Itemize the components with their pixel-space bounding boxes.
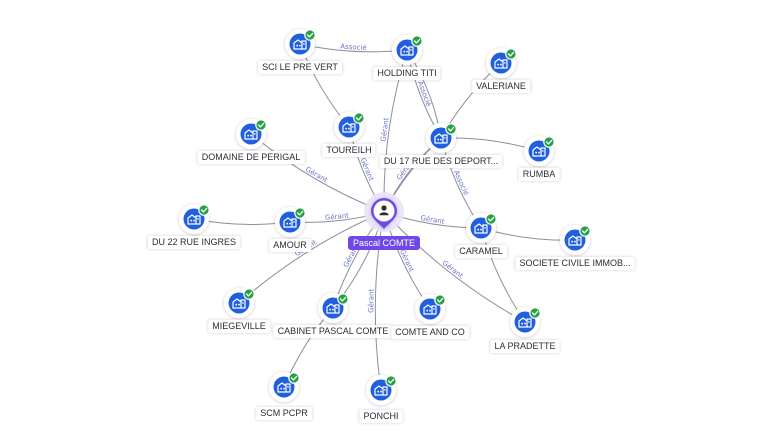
company-node-du-17-rue[interactable]: [426, 123, 457, 153]
node-label-miegeville[interactable]: MIEGEVILLE: [208, 320, 270, 333]
building-icon: [374, 385, 388, 396]
node-label-du-22-rue-ingres[interactable]: DU 22 RUE INGRES: [147, 236, 241, 249]
company-node-holding-titi[interactable]: [392, 35, 423, 65]
check-icon: [543, 136, 555, 148]
edge-caramel-la-pradette: [480, 227, 526, 323]
company-node-ponchi[interactable]: [366, 375, 397, 405]
edge-label: Gérant: [441, 259, 465, 280]
building-icon: [232, 298, 246, 309]
company-node-comte-and-co[interactable]: [415, 294, 446, 324]
company-node-societe-civile[interactable]: [560, 225, 591, 255]
company-node-cabinet[interactable]: [318, 293, 349, 323]
person-node-pascal[interactable]: [364, 192, 404, 232]
building-icon: [277, 382, 291, 393]
building-icon: [283, 217, 297, 228]
check-icon: [337, 293, 349, 305]
node-label-comte-and-co[interactable]: COMTE AND CO: [391, 326, 469, 339]
check-icon: [198, 204, 210, 216]
company-node-caramel[interactable]: [466, 213, 497, 243]
building-icon: [518, 317, 532, 328]
company-node-toureilh[interactable]: [334, 112, 365, 142]
building-icon: [244, 129, 258, 140]
company-node-sci-le-pre-vert[interactable]: [285, 29, 316, 59]
edge-label: Associé: [452, 169, 470, 196]
edge-label: Gérant: [359, 157, 376, 183]
check-icon: [445, 123, 457, 135]
node-label-la-pradette[interactable]: LA PRADETTE: [490, 340, 560, 353]
company-node-miegeville[interactable]: [224, 288, 255, 318]
company-node-amour[interactable]: [275, 207, 306, 237]
check-icon: [434, 294, 446, 306]
node-label-valeriane[interactable]: VALERIANE: [472, 80, 530, 93]
building-icon: [400, 45, 414, 56]
edge-label: Gérant: [379, 117, 390, 142]
company-node-du-22-rue-ingres[interactable]: [179, 204, 210, 234]
edge-pascal-miegeville: [238, 211, 385, 304]
check-icon: [353, 112, 365, 124]
check-icon: [255, 119, 267, 131]
check-icon: [579, 225, 591, 237]
check-icon: [385, 375, 397, 387]
company-node-valeriane[interactable]: [486, 48, 517, 78]
node-label-amour[interactable]: AMOUR: [269, 239, 311, 252]
check-icon: [294, 207, 306, 219]
person-icon: [379, 205, 389, 216]
node-label-societe-civile[interactable]: SOCIETE CIVILE IMMOB...: [515, 257, 635, 270]
node-label-rumba[interactable]: RUMBA: [518, 168, 560, 181]
company-node-rumba[interactable]: [524, 136, 555, 166]
building-icon: [532, 146, 546, 157]
edge-label: Gérant: [325, 211, 350, 222]
edge-label: Associé: [340, 43, 367, 52]
building-icon: [326, 303, 340, 314]
building-icon: [494, 58, 508, 69]
building-icon: [187, 214, 201, 225]
company-node-domaine-de-perigal[interactable]: [236, 119, 267, 149]
edge-pascal-ponchi: [374, 211, 385, 391]
node-label-scm-pcpr[interactable]: SCM PCPR: [256, 407, 312, 420]
node-label-toureilh[interactable]: TOUREILH: [322, 144, 376, 157]
building-icon: [568, 235, 582, 246]
nodes-layer: [179, 29, 591, 405]
check-icon: [485, 213, 497, 225]
company-node-la-pradette[interactable]: [510, 307, 541, 337]
building-icon: [434, 133, 448, 144]
building-icon: [423, 304, 437, 315]
node-label-cabinet[interactable]: CABINET PASCAL COMTE: [273, 325, 393, 338]
node-label-du-17-rue[interactable]: DU 17 RUE DES DEPORT...: [379, 155, 503, 168]
check-icon: [304, 29, 316, 41]
building-icon: [474, 223, 488, 234]
person-label[interactable]: Pascal COMTE: [347, 236, 421, 250]
check-icon: [411, 35, 423, 47]
edge-label: Gérant: [398, 248, 416, 273]
edge-pascal-la-pradette: [383, 211, 526, 323]
edge-label: Gérant: [367, 288, 375, 312]
building-icon: [293, 39, 307, 50]
check-icon: [505, 48, 517, 60]
node-label-holding-titi[interactable]: HOLDING TITI: [373, 67, 441, 80]
building-icon: [342, 122, 356, 133]
node-label-ponchi[interactable]: PONCHI: [359, 410, 403, 423]
check-icon: [243, 288, 255, 300]
check-icon: [529, 307, 541, 319]
node-label-sci-le-pre-vert[interactable]: SCI LE PRE VERT: [258, 61, 342, 74]
edge-label: Associé: [416, 80, 433, 108]
edge-label: Gérant: [420, 214, 445, 226]
node-label-domaine-de-perigal[interactable]: DOMAINE DE PERIGAL: [197, 151, 305, 164]
node-label-caramel[interactable]: CARAMEL: [455, 245, 507, 258]
company-node-scm-pcpr[interactable]: [269, 372, 300, 402]
check-icon: [288, 372, 300, 384]
